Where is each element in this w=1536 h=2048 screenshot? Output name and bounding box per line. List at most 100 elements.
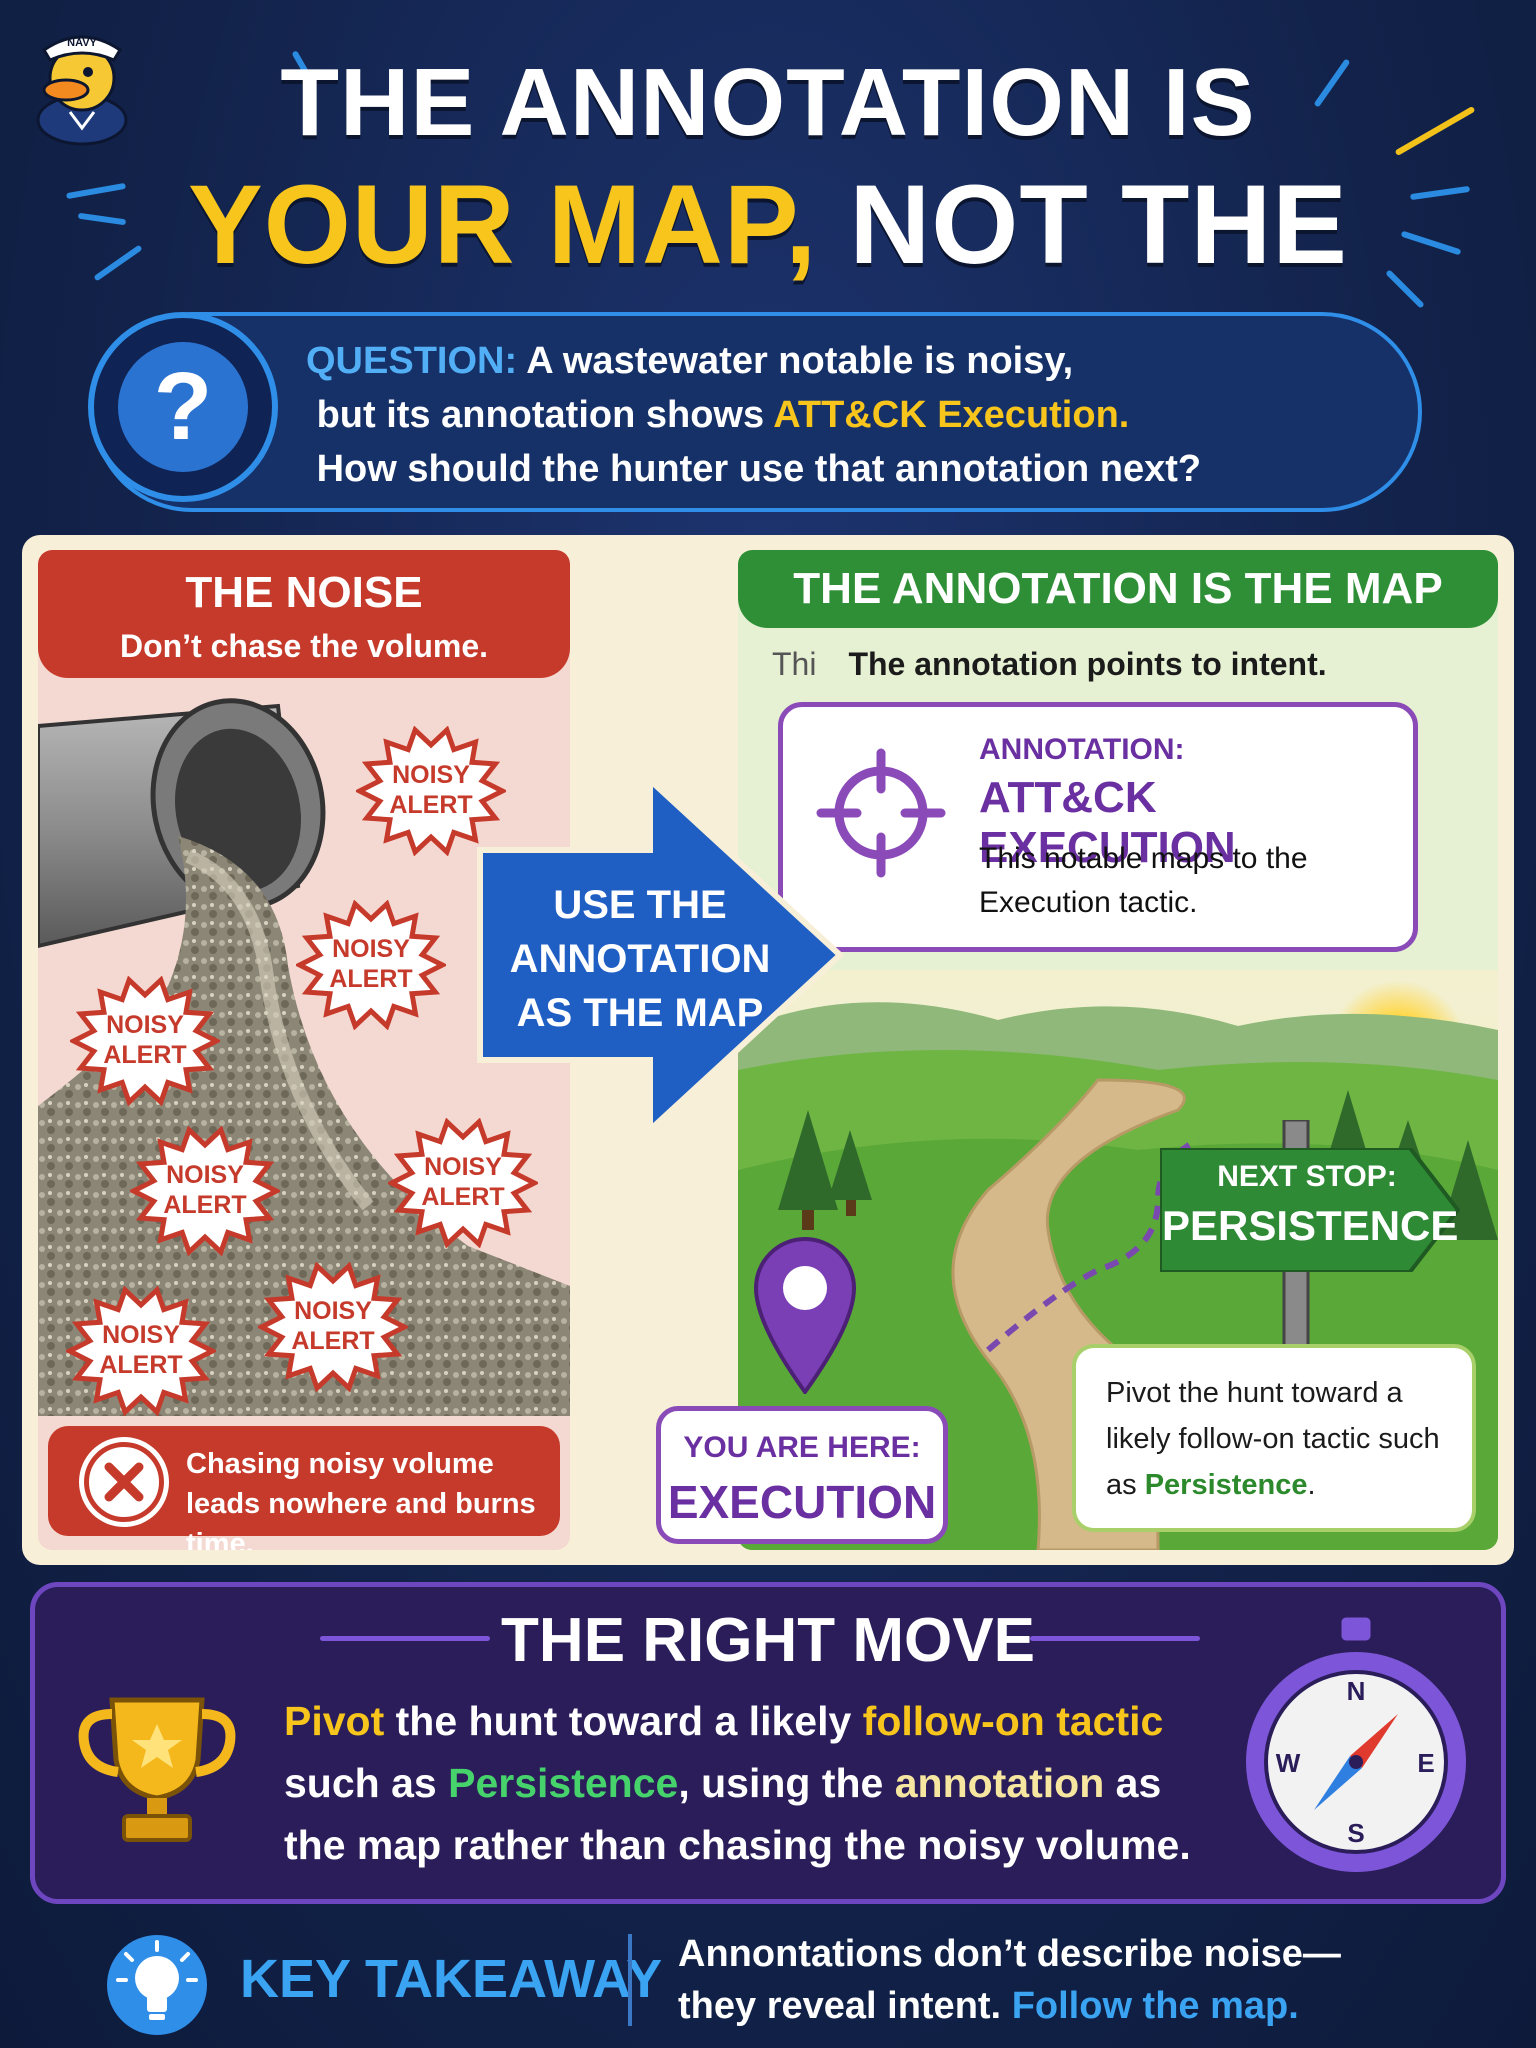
starburst-shape [388, 1118, 538, 1248]
rm-text-a: the hunt toward a likely [384, 1698, 863, 1744]
next-stop-sign [1160, 1148, 1460, 1272]
starburst-shape [296, 900, 446, 1030]
title-divider-left [320, 1636, 490, 1641]
question-line2: but its annotation shows [316, 394, 765, 436]
annotation-description: This notable maps to the Execution tacti… [979, 842, 1308, 919]
lightbulb-icon [107, 1935, 207, 2035]
noise-title: THE NOISE [185, 568, 423, 617]
question-highlight: ATT&CK Execution. [773, 394, 1130, 436]
map-subtitle-garble: Thi [772, 646, 817, 682]
map-title: THE ANNOTATION IS THE MAP [793, 564, 1443, 613]
rm-text-c: , using the [678, 1760, 895, 1806]
rm-annotation: annotation [894, 1760, 1105, 1806]
arrow-line3: AS THE MAP [516, 991, 764, 1035]
key-takeaway-text: Annontations don’t describe noise— they … [678, 1928, 1498, 2032]
question-box [92, 312, 1422, 512]
map-subtitle: Thi The annotation points to intent. [772, 646, 1327, 683]
takeaway-highlight: Follow the map. [1011, 1985, 1299, 2027]
mascot-cap-label: NAVY [67, 37, 97, 49]
noise-header: THE NOISE Don’t chase the volume. [38, 550, 570, 678]
you-are-here-card: YOU ARE HERE: EXECUTION [656, 1406, 948, 1544]
noisy-alert-line2: ALERT [291, 1327, 375, 1355]
compass-south: S [1347, 1818, 1364, 1848]
noisy-alert-line2: ALERT [421, 1183, 505, 1211]
compass-west: W [1276, 1748, 1301, 1778]
question-line3: How should the hunter use that annotatio… [316, 448, 1202, 490]
annotation-card: ANNOTATION: ATT&CK EXECUTION This notabl… [778, 702, 1418, 952]
pivot-highlight: Persistence [1144, 1469, 1308, 1501]
compass-east: E [1417, 1748, 1434, 1778]
title-divider-right [1030, 1636, 1200, 1641]
map-subtitle-text: The annotation points to intent. [848, 646, 1327, 682]
title-highlight: YOUR MAP, [188, 162, 818, 287]
pivot-card: Pivot the hunt toward a likely follow-on… [1072, 1344, 1476, 1532]
rm-followon: follow-on tactic [862, 1698, 1164, 1744]
noise-footer-text: Chasing noisy volume leads nowhere and b… [186, 1448, 536, 1550]
starburst-shape [258, 1262, 408, 1392]
rm-text-d: as [1104, 1760, 1162, 1806]
pivot-text: Pivot the hunt toward a likely follow-on… [1106, 1370, 1466, 1508]
noise-footer: Chasing noisy volume leads nowhere and b… [48, 1426, 560, 1550]
you-are-here-label: YOU ARE HERE: [683, 1431, 921, 1464]
arrow-label: USE THE ANNOTATION AS THE MAP [495, 878, 785, 1040]
x-mark [104, 1462, 144, 1502]
pivot-text-prefix: Pivot the hunt toward a likely follow-on… [1106, 1377, 1440, 1501]
arrow-right-icon [477, 780, 845, 1137]
noisy-alert-line2: ALERT [99, 1351, 183, 1379]
noisy-alert-line1: NOISY [392, 761, 470, 789]
next-stop-label: NEXT STOP: [1217, 1160, 1397, 1193]
starburst-shape [356, 726, 506, 856]
duck-mascot-icon: NAVY [36, 35, 128, 146]
compass-icon: N E S W [1242, 1616, 1470, 1876]
question-bubble: ? [88, 312, 278, 502]
trophy-icon [78, 1697, 236, 1842]
rm-pivot: Pivot [284, 1698, 385, 1744]
you-are-here-name: EXECUTION [667, 1476, 937, 1528]
arrow-line2: ANNOTATION [509, 937, 771, 981]
noisy-alert-line1: NOISY [294, 1297, 372, 1325]
starburst-shape [66, 1286, 216, 1416]
annotation-label: ANNOTATION: [979, 733, 1185, 766]
map-header: THE ANNOTATION IS THE MAP [738, 550, 1498, 628]
noisy-alert-line2: ALERT [163, 1191, 247, 1219]
next-stop-name: PERSISTENCE [1162, 1202, 1459, 1249]
arrow-line1: USE THE [553, 883, 727, 927]
key-takeaway-label: KEY TAKEAWAY [240, 1949, 663, 2009]
x-circle-icon [84, 1442, 164, 1522]
question-text: QUESTION: A wastewater notable is noisy,… [306, 334, 1386, 496]
noisy-alert-line1: NOISY [166, 1161, 244, 1189]
noise-subtitle: Don’t chase the volume. [119, 628, 489, 664]
rm-text-b: such as [284, 1760, 449, 1806]
noisy-alert-line2: ALERT [389, 791, 473, 819]
noisy-alert-line1: NOISY [106, 1011, 184, 1039]
noisy-alert-line2: ALERT [329, 965, 413, 993]
noisy-alert-line1: NOISY [332, 935, 410, 963]
noisy-alert-line1: NOISY [424, 1153, 502, 1181]
rm-text-e: the map rather than chasing the noisy vo… [284, 1822, 1191, 1868]
page-title-line2: YOUR MAP, NOT THE NOISE [0, 160, 1536, 418]
noisy-alert-line2: ALERT [103, 1041, 187, 1069]
question-label: QUESTION: [306, 340, 518, 382]
question-line1: A wastewater notable is noisy, [526, 340, 1074, 382]
rm-persistence: Persistence [448, 1760, 679, 1806]
crosshair-icon [816, 748, 946, 878]
takeaway-line2: they reveal intent. [678, 1985, 1002, 2027]
pivot-suffix: . [1307, 1469, 1316, 1501]
starburst-shape [130, 1126, 280, 1256]
takeaway-divider [628, 1934, 632, 2026]
right-move-title: THE RIGHT MOVE [501, 1606, 1035, 1675]
